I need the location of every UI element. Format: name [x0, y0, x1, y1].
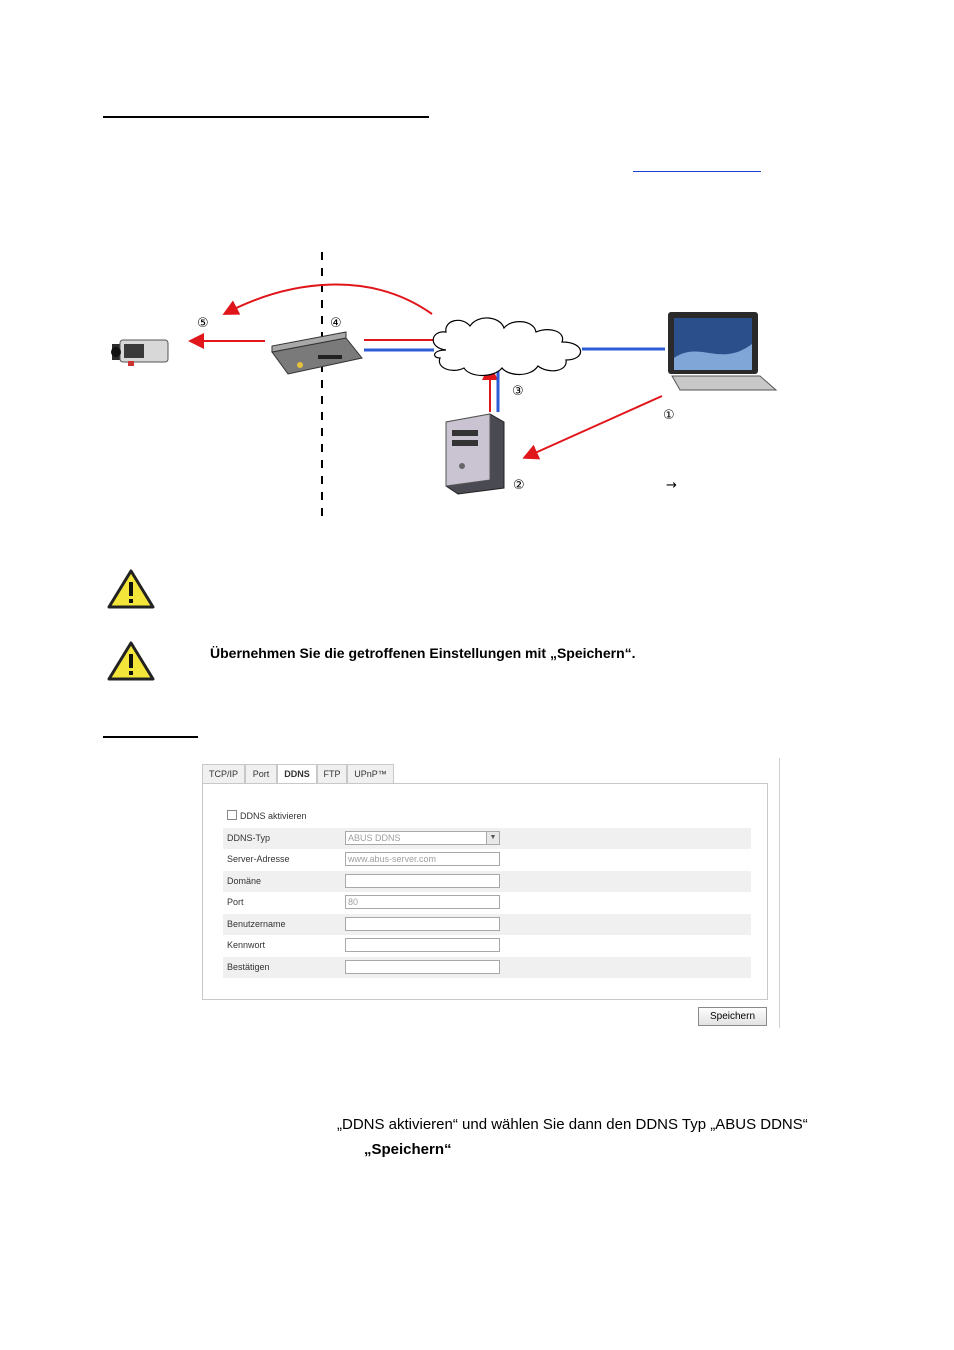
tab-upnp[interactable]: UPnP™: [347, 764, 394, 784]
instruction-line-1: „DDNS aktivieren“ und wählen Sie dann de…: [337, 1116, 808, 1133]
warning-text-2: Übernehmen Sie die getroffenen Einstellu…: [210, 645, 636, 661]
chevron-down-icon[interactable]: ▼: [486, 832, 499, 844]
laptop-icon: [668, 312, 778, 391]
instruction-line-2: „Speichern“: [364, 1141, 452, 1158]
username-input[interactable]: [345, 917, 500, 931]
save-button[interactable]: Speichern: [698, 1007, 767, 1026]
step-marker-3: ③: [512, 384, 524, 399]
internet-cloud-icon: [432, 317, 582, 377]
ddns-type-label: DDNS-Typ: [227, 833, 271, 843]
field-row-confirm: Bestätigen: [223, 957, 751, 978]
tab-tcpip[interactable]: TCP/IP: [202, 764, 245, 784]
domain-label: Domäne: [227, 876, 262, 886]
router-icon: [271, 331, 363, 375]
laptop-server-arrow: [522, 395, 663, 460]
ddns-settings-panel: TCP/IP Port DDNS FTP UPnP™ DDNS aktivier…: [202, 764, 768, 1027]
ddns-enable-label: DDNS aktivieren: [240, 811, 307, 821]
tab-port[interactable]: Port: [245, 764, 277, 784]
ddns-network-diagram: ⑤ ④ ③ ① ② →: [0, 240, 954, 530]
server-icon: [445, 413, 505, 495]
password-label: Kennwort: [227, 940, 266, 950]
domain-input[interactable]: [345, 874, 500, 888]
subsection-heading-underline: [103, 736, 198, 738]
warning-triangle-icon: [107, 569, 155, 609]
field-row-domain: Domäne: [223, 871, 751, 892]
arrow-glyph: →: [666, 478, 677, 493]
step-marker-2: ②: [513, 478, 525, 493]
tab-ddns[interactable]: DDNS: [277, 764, 317, 785]
confirm-label: Bestätigen: [227, 962, 270, 972]
field-row-ddns-type: DDNS-Typ ABUS DDNS ▼: [223, 828, 751, 849]
step-marker-5: ⑤: [197, 316, 209, 331]
ip-camera-icon: [111, 339, 169, 366]
redirect-arrow: [222, 283, 433, 315]
ddns-enable-checkbox[interactable]: [227, 810, 237, 820]
field-row-username: Benutzername: [223, 914, 751, 935]
hyperlink-underline[interactable]: [633, 171, 761, 172]
settings-frame: DDNS aktivieren DDNS-Typ ABUS DDNS ▼ Ser…: [202, 783, 768, 1000]
field-row-password: Kennwort: [223, 935, 751, 956]
username-label: Benutzername: [227, 919, 286, 929]
port-input[interactable]: 80: [345, 895, 500, 909]
ddns-enable-row[interactable]: DDNS aktivieren: [227, 810, 307, 821]
diagram-svg: [111, 252, 778, 520]
tab-ftp[interactable]: FTP: [317, 764, 347, 784]
password-input[interactable]: [345, 938, 500, 952]
ddns-type-value: ABUS DDNS: [348, 833, 401, 843]
step-marker-4: ④: [330, 316, 342, 331]
port-label: Port: [227, 897, 244, 907]
confirm-input[interactable]: [345, 960, 500, 974]
server-address-label: Server-Adresse: [227, 854, 290, 864]
field-row-server-address: Server-Adresse www.abus-server.com: [223, 849, 751, 870]
ddns-type-select[interactable]: ABUS DDNS ▼: [345, 831, 500, 845]
panel-side-border: [779, 758, 780, 1028]
warning-triangle-icon: [107, 641, 155, 681]
server-address-input[interactable]: www.abus-server.com: [345, 852, 500, 866]
step-marker-1: ①: [663, 408, 675, 423]
field-row-port: Port 80: [223, 892, 751, 913]
section-heading-underline: [103, 116, 429, 118]
